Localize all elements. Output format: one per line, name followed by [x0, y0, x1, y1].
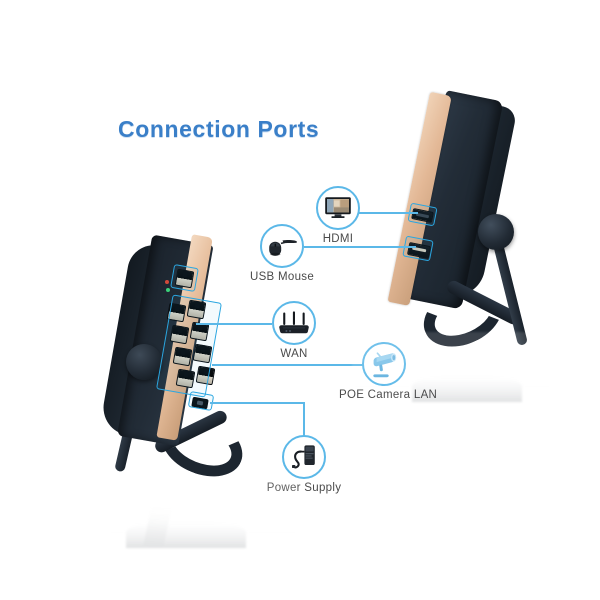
power-adapter-icon — [282, 435, 326, 479]
connector-line-power-horizontal — [210, 402, 305, 404]
callout-label-usb-mouse: USB Mouse — [249, 271, 315, 283]
router-icon — [272, 301, 316, 345]
status-led-red — [165, 280, 169, 284]
connector-line-wan — [196, 323, 272, 325]
status-led-green — [166, 288, 170, 292]
monitor-icon — [316, 186, 360, 230]
device-left-port-view — [99, 234, 298, 488]
device-right-rear-view — [352, 90, 552, 359]
page-title: Connection Ports — [118, 116, 320, 142]
connector-line-usb — [304, 246, 416, 248]
callout-label-wan: WAN — [280, 348, 308, 360]
device-left-hinge-knob — [126, 344, 162, 380]
device-right-hinge-knob — [478, 214, 514, 250]
callout-label-hdmi: HDMI — [322, 233, 354, 245]
connector-line-poe — [212, 364, 364, 366]
callout-label-power-supply: Power Supply — [266, 482, 342, 494]
device-right-stand-leg — [492, 238, 528, 347]
wan-port-highlight — [170, 264, 199, 292]
callout-label-poe-camera-lan: POE Camera LAN — [339, 389, 438, 401]
connector-line-power-vertical — [303, 402, 305, 437]
mouse-icon — [260, 224, 304, 268]
cctv-camera-icon — [362, 342, 406, 386]
connector-line-hdmi — [358, 212, 418, 214]
